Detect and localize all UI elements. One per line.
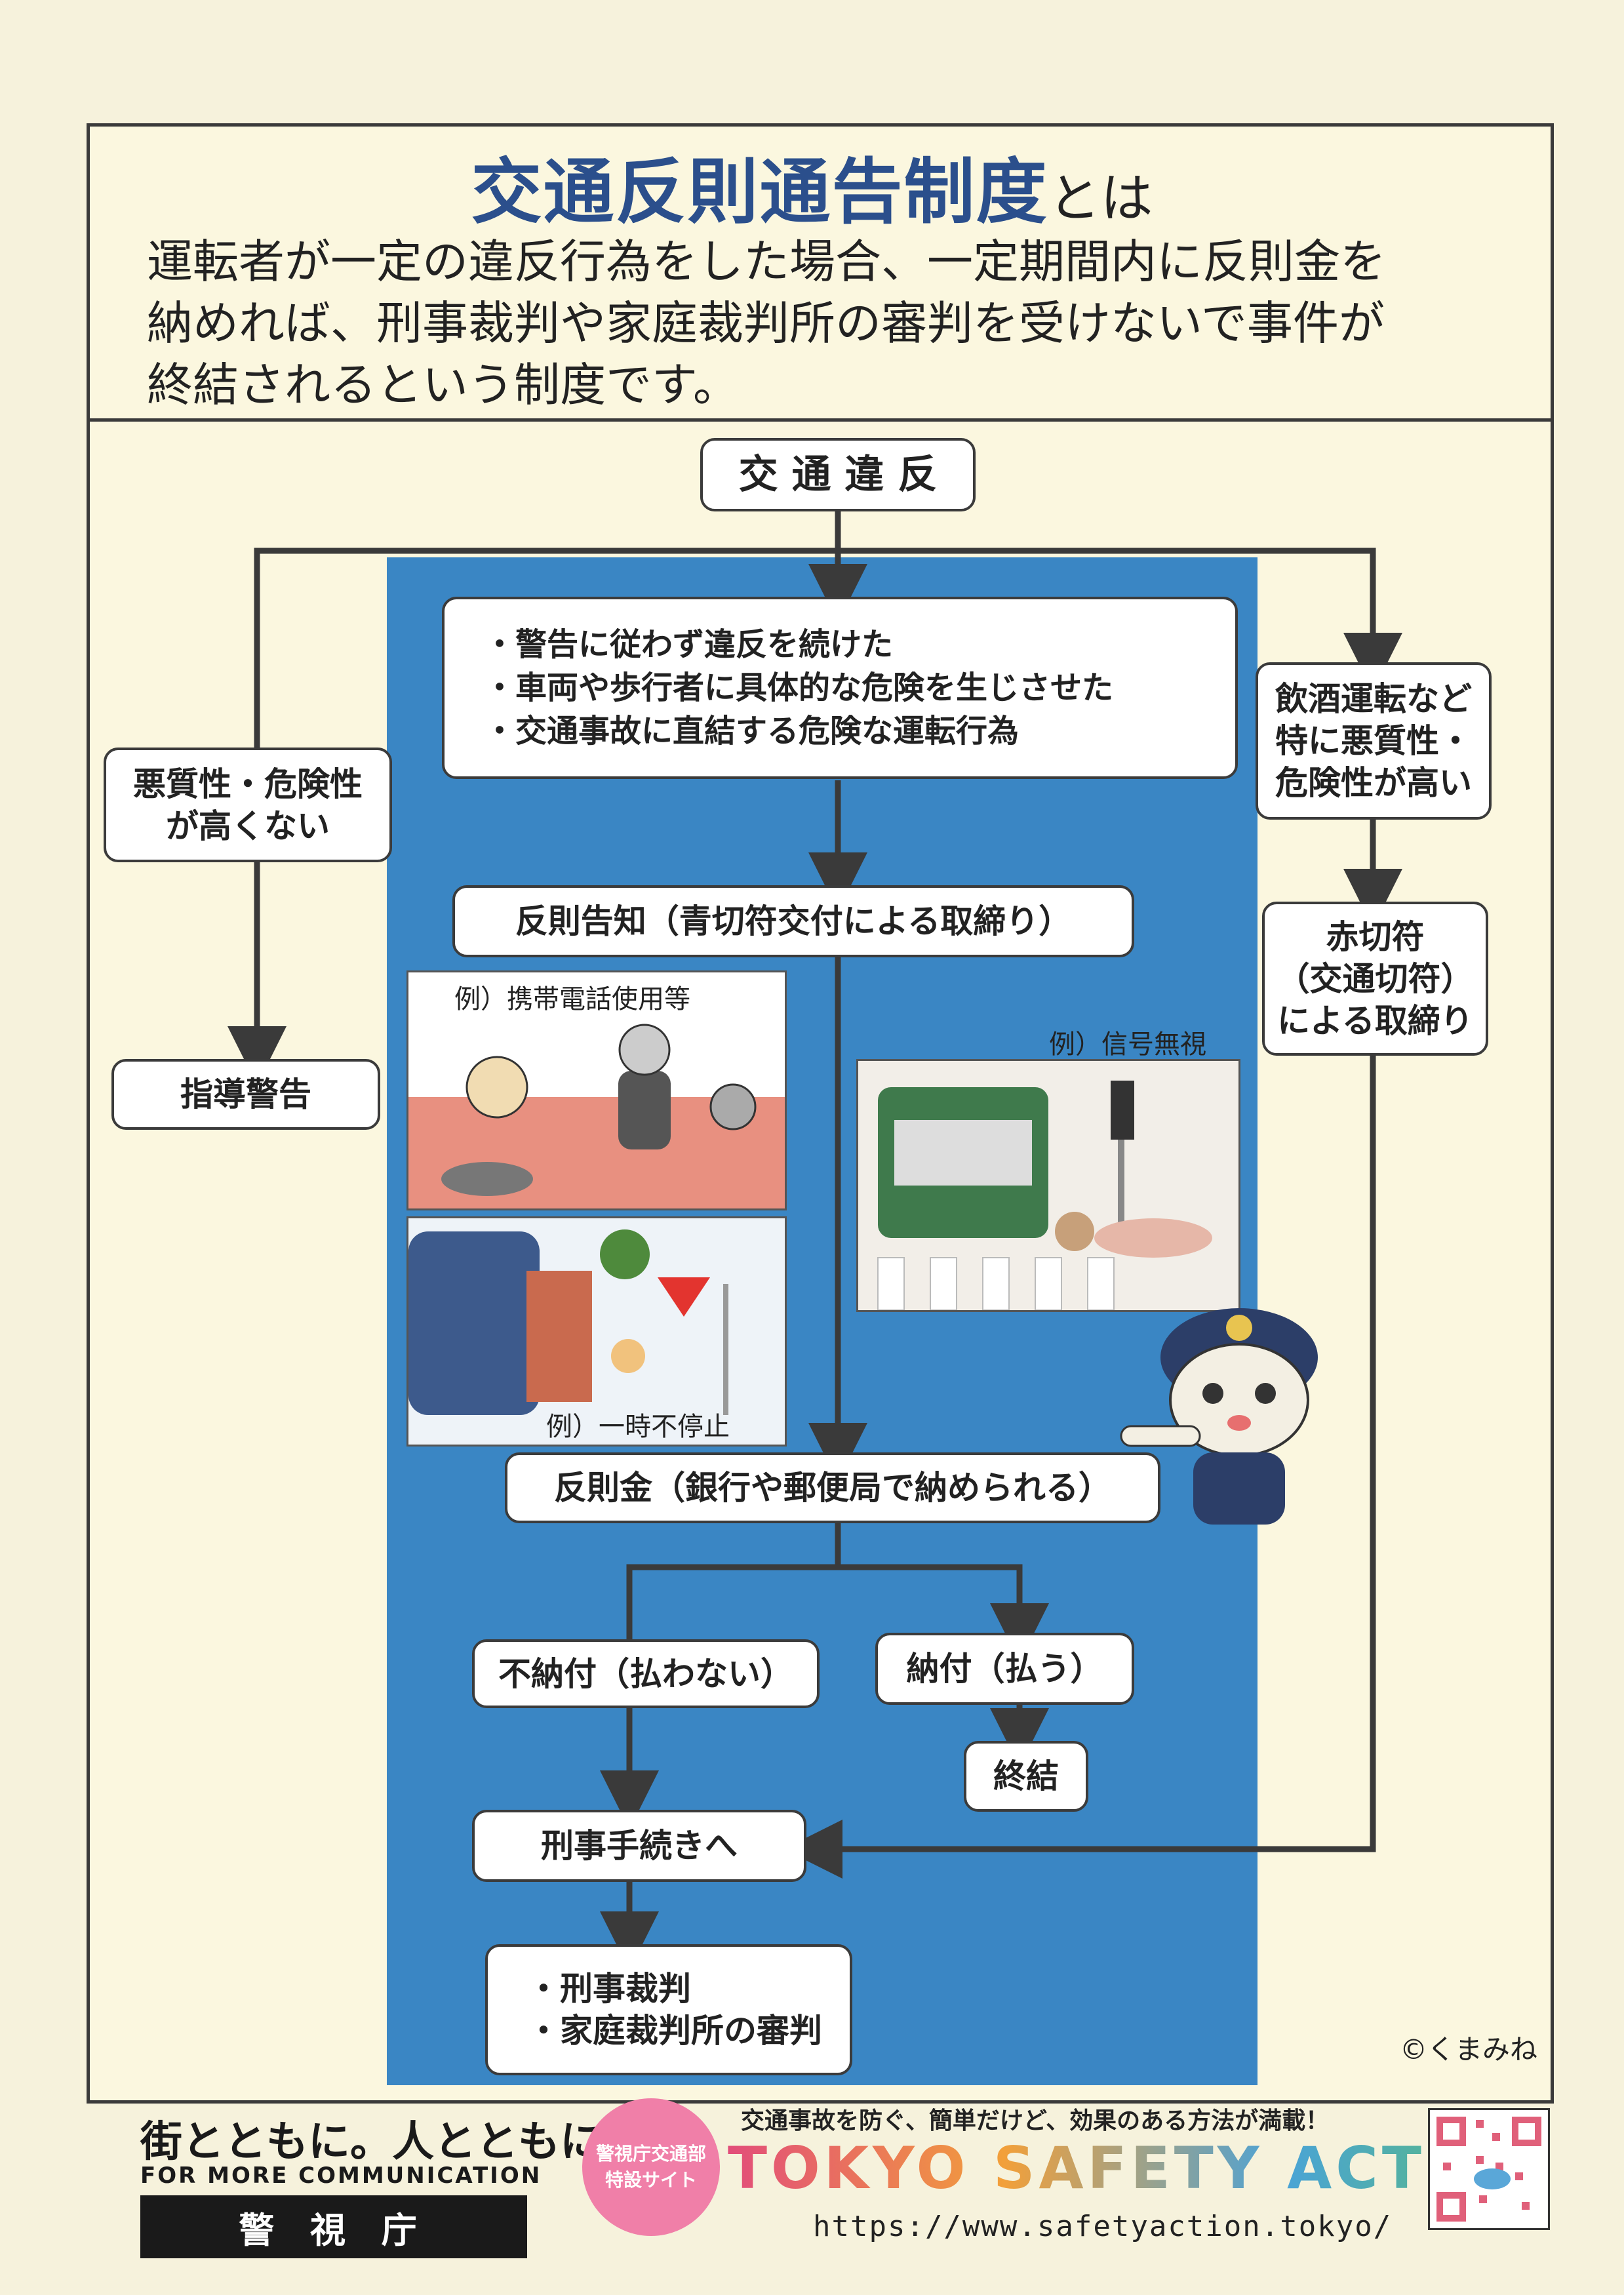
- title-suffix: とは: [1048, 168, 1153, 229]
- nonpay-box: 不納付（払わない）: [472, 1639, 820, 1708]
- example-panel-phone: 例）携帯電話使用等: [406, 970, 787, 1210]
- right-result-line: （交通切符）: [1277, 959, 1474, 998]
- fine-box: 反則金（銀行や郵便局で納められる）: [505, 1452, 1160, 1523]
- right-result-line: による取締り: [1277, 1001, 1473, 1040]
- example-panel-stop: 例）一時不停止: [406, 1216, 787, 1447]
- example-label-phone: 例）携帯電話使用等: [454, 984, 690, 1014]
- footer-url-link[interactable]: https://www.safetyaction.tokyo/: [813, 2210, 1393, 2243]
- condition-item: ・車両や歩行者に具体的な危険を生じさせた: [484, 669, 1114, 706]
- left-branch-box: 悪質性・危険性 が高くない: [104, 748, 392, 862]
- notice-box: 反則告知（青切符交付による取締り）: [452, 885, 1134, 957]
- condition-item: ・交通事故に直結する危険な運転行為: [484, 713, 1020, 749]
- brand-text: TOKYO SAFETY ACTION: [728, 2134, 1556, 2202]
- police-cat-mascot: [1120, 1308, 1318, 1525]
- footer-brand: TOKYO SAFETY ACTION: [728, 2134, 1556, 2202]
- example-panel-signal: [856, 1059, 1240, 1312]
- footer-tagline: 交通事故を防ぐ、簡単だけど、効果のある方法が満載！: [741, 2107, 1330, 2134]
- signal-illustration: [858, 1061, 1238, 1310]
- title-main: 交通反則通告制度: [471, 151, 1048, 233]
- fine-label: 反則金（銀行や郵便局で納められる）: [554, 1469, 1111, 1507]
- description: 運転者が一定の違反行為をした場合、一定期間内に反則金を 納めれば、刑事裁判や家庭…: [147, 231, 1524, 416]
- notice-label: 反則告知（青切符交付による取締り）: [515, 902, 1072, 940]
- intro-separator: [87, 418, 1554, 422]
- conditions-box: ・警告に従わず違反を続けた ・車両や歩行者に具体的な危険を生じさせた ・交通事故…: [442, 597, 1238, 779]
- page-title: 交通反則通告制度とは: [0, 135, 1624, 237]
- start-box-traffic-violation: 交 通 違 反: [700, 438, 976, 511]
- stop-illustration: [408, 1218, 785, 1445]
- badge-line: 警視庁交通部: [595, 2143, 706, 2165]
- footer-org-name: 警 視 庁: [140, 2195, 527, 2258]
- right-result-box: 赤切符 （交通切符） による取締り: [1262, 902, 1488, 1056]
- condition-item: ・警告に従わず違反を続けた: [484, 626, 894, 663]
- left-result-box: 指導警告: [111, 1059, 380, 1130]
- phone-illustration: [408, 1024, 785, 1208]
- description-line: 納めれば、刑事裁判や家庭裁判所の審判を受けないで事件が: [147, 296, 1385, 350]
- description-line: 運転者が一定の違反行為をした場合、一定期間内に反則金を: [147, 235, 1386, 289]
- example-label-stop: 例）一時不停止: [546, 1412, 730, 1442]
- pay-label: 納付（払う）: [906, 1650, 1103, 1688]
- left-branch-line: が高くない: [166, 807, 330, 845]
- end-label: 終結: [993, 1757, 1059, 1795]
- badge-line: 特設サイト: [604, 2169, 697, 2191]
- right-branch-line: 危険性が高い: [1275, 764, 1472, 802]
- qr-code-icon[interactable]: [1428, 2108, 1550, 2230]
- description-line: 終結されるという制度です。: [147, 358, 739, 412]
- end-box: 終結: [964, 1741, 1088, 1812]
- trial-item: ・家庭裁判所の審判: [527, 2012, 822, 2050]
- footer-more-communication: FOR MORE COMMUNICATION: [140, 2163, 542, 2189]
- right-branch-line: 飲酒運転など: [1275, 680, 1472, 718]
- left-result-label: 指導警告: [180, 1075, 311, 1113]
- right-result-line: 赤切符: [1326, 917, 1425, 956]
- special-site-badge: 警視庁交通部 特設サイト: [582, 2098, 720, 2236]
- footer-slogan: 街とともに。人とともに。: [140, 2118, 644, 2166]
- pay-box: 納付（払う）: [875, 1633, 1134, 1705]
- trial-item: ・刑事裁判: [527, 1970, 691, 2008]
- criminal-label: 刑事手続きへ: [541, 1827, 738, 1865]
- start-label: 交 通 違 反: [738, 452, 938, 498]
- illustration-credit: ©くまみね: [1400, 2033, 1538, 2066]
- criminal-procedure-box: 刑事手続きへ: [472, 1810, 806, 1882]
- example-label-signal: 例）信号無視: [1049, 1029, 1206, 1060]
- left-branch-line: 悪質性・危険性: [133, 765, 363, 803]
- right-branch-box: 飲酒運転など 特に悪質性・ 危険性が高い: [1256, 662, 1492, 820]
- trial-box: ・刑事裁判 ・家庭裁判所の審判: [485, 1944, 852, 2075]
- right-branch-line: 特に悪質性・: [1275, 722, 1472, 760]
- nonpay-label: 不納付（払わない）: [498, 1654, 793, 1693]
